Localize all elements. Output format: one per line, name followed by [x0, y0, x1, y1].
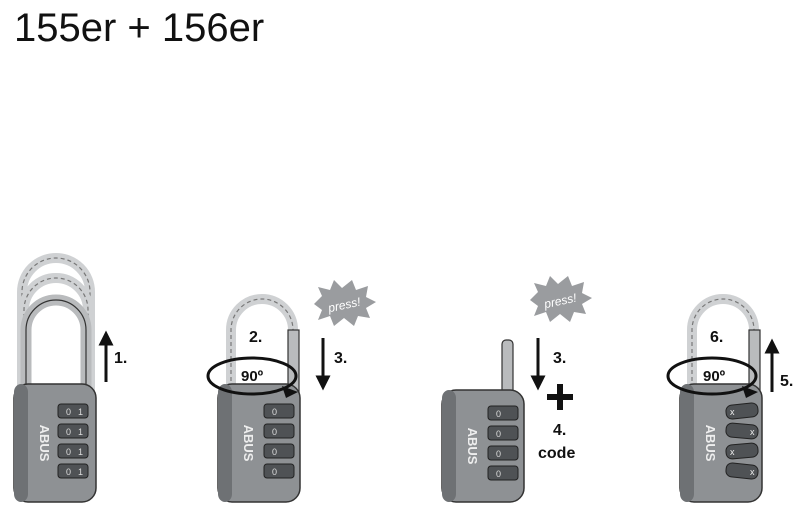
dial-digit: 0 — [496, 469, 501, 479]
brand-logo: ABUS — [241, 425, 256, 462]
dial-digit: 0 — [496, 449, 501, 459]
dial-digit: 0 — [272, 467, 277, 477]
angle-label: 90º — [703, 368, 726, 385]
lock-body-shade — [14, 384, 28, 502]
dial-mark: x — [730, 407, 735, 417]
dial-digit: 1 — [78, 447, 83, 457]
dial-digit: 0 — [496, 409, 501, 419]
rotate-arrow — [666, 356, 758, 396]
panel-2-rotate-shackle: ABUS 0 0 0 0 2. 90º 3. press! — [206, 280, 376, 503]
dial-column: 0 1 0 1 0 1 0 1 — [57, 403, 89, 479]
dial-digit: 1 — [78, 407, 83, 417]
rotate-arrow-head — [282, 386, 298, 398]
rotate-arrow-head — [742, 386, 758, 398]
lock-body-shade — [218, 384, 232, 502]
brand-logo: ABUS — [465, 428, 480, 465]
ghost-shackle-outline — [230, 298, 294, 395]
ghost-shackle-high-outline — [21, 257, 91, 395]
step-label: 6. — [710, 329, 723, 346]
lock-body-shade — [442, 390, 456, 502]
dial-digit: 1 — [78, 427, 83, 437]
step-label: 2. — [249, 329, 262, 346]
shackle — [20, 294, 92, 395]
code-label: code — [538, 445, 575, 462]
ghost-shackle-mid-outline — [23, 277, 89, 395]
rotate-arrow — [206, 356, 298, 396]
dial-digit: 0 — [496, 429, 501, 439]
dial-digit: 0 — [66, 407, 71, 417]
press-label: press! — [326, 295, 363, 316]
lock-body-shade — [680, 384, 694, 502]
dial-digit: 0 — [66, 467, 71, 477]
step-label: 1. — [114, 350, 127, 367]
dial-digit: 1 — [78, 467, 83, 477]
press-burst — [530, 276, 592, 322]
dial-digit: 0 — [66, 427, 71, 437]
plus-icon — [547, 384, 573, 410]
dial-digit: 0 — [272, 427, 277, 437]
dial-column: 0 0 0 0 — [487, 405, 519, 481]
step-label: 3. — [334, 350, 347, 367]
shackle-outline — [25, 299, 87, 395]
brand-logo: ABUS — [703, 425, 718, 462]
dial-digit: 0 — [66, 447, 71, 457]
dial-digit: 0 — [272, 447, 277, 457]
step-label: 3. — [553, 350, 566, 367]
dial-column: 0 0 0 0 — [263, 403, 295, 479]
panel-1-lock-open: ABUS 0 1 0 1 0 1 0 1 1. — [13, 253, 127, 503]
step-label: 5. — [780, 373, 793, 390]
angle-label: 90º — [241, 368, 264, 385]
page-title: 155er + 156er — [14, 6, 265, 50]
dial-mark: x — [730, 447, 735, 457]
dial-mark: x — [750, 427, 755, 437]
brand-logo: ABUS — [37, 425, 52, 462]
ghost-shackle-outline — [691, 298, 755, 395]
panel-4-close-lock: ABUS x x x x 6. 90º 5. — [666, 294, 793, 503]
step-label: 4. — [553, 422, 566, 439]
press-burst — [314, 280, 376, 326]
press-label: press! — [542, 291, 579, 312]
dial-column-scrambled: x x x x — [725, 402, 759, 480]
panel-3-set-code: ABUS 0 0 0 0 3. 4. code press! — [441, 276, 592, 503]
dial-mark: x — [750, 467, 755, 477]
dial-digit: 0 — [272, 407, 277, 417]
